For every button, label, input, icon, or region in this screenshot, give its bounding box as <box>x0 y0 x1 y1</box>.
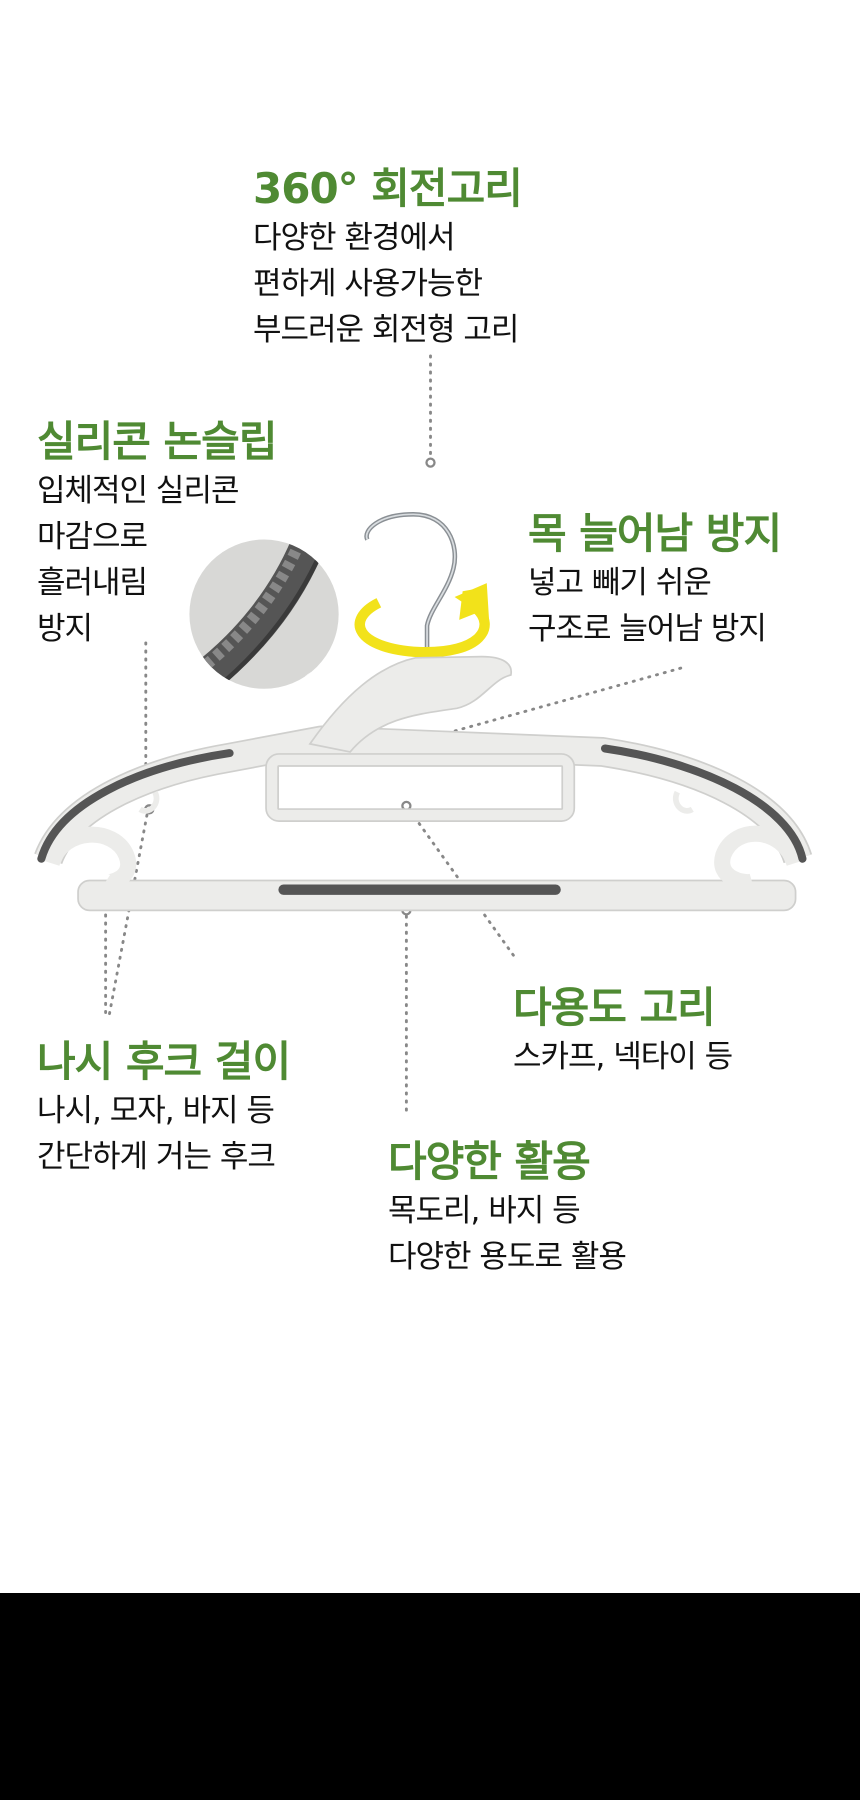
feature-line: 다양한 환경에서 <box>253 220 455 256</box>
silicone-strips <box>37 744 807 895</box>
feature-title: 다용도 고리 <box>513 983 716 1032</box>
feature-line: 부드러운 회전형 고리 <box>253 312 519 348</box>
feature-title: 목 늘어남 방지 <box>528 509 782 558</box>
feature-line: 간단하게 거는 후크 <box>37 1139 276 1175</box>
rotation-arrow-icon <box>354 583 490 658</box>
feature-versatile-use: 다양한 활용 목도리, 바지 등 다양한 용도로 활용 <box>388 1136 627 1280</box>
feature-multi-hook: 다용도 고리 스카프, 넥타이 등 <box>513 982 733 1080</box>
metal-hook <box>364 512 458 661</box>
feature-swivel-hook: 360° 회전고리 다양한 환경에서 편하게 사용가능한 부드러운 회전형 고리 <box>253 163 523 353</box>
feature-line: 편하게 사용가능한 <box>253 266 483 302</box>
feature-line: 나시, 모자, 바지 등 <box>37 1093 275 1129</box>
feature-title: 360° 회전고리 <box>253 164 523 213</box>
bottom-black-band <box>0 1593 860 1800</box>
feature-strap-hook: 나시 후크 걸이 나시, 모자, 바지 등 간단하게 거는 후크 <box>37 1036 291 1180</box>
feature-neck-stretch-prevention: 목 늘어남 방지 넣고 빼기 쉬운 구조로 늘어남 방지 <box>528 508 782 652</box>
feature-line: 스카프, 넥타이 등 <box>513 1039 733 1075</box>
feature-title: 나시 후크 걸이 <box>37 1037 291 1086</box>
feature-line: 입체적인 실리콘 <box>37 473 240 509</box>
feature-line: 마감으로 <box>37 519 148 555</box>
leader-lines <box>104 354 683 1113</box>
hanger-illustration <box>34 354 813 1113</box>
feature-line: 구조로 늘어남 방지 <box>528 611 767 647</box>
feature-line: 다양한 용도로 활용 <box>388 1239 627 1275</box>
feature-line: 흘러내림 <box>37 565 148 601</box>
feature-title: 다양한 활용 <box>388 1137 591 1186</box>
feature-line: 방지 <box>37 611 93 647</box>
feature-line: 넣고 빼기 쉬운 <box>528 565 712 601</box>
feature-silicone-nonslip: 실리콘 논슬립 입체적인 실리콘 마감으로 흘러내림 방지 <box>37 416 277 652</box>
feature-title: 실리콘 논슬립 <box>37 417 277 466</box>
hanger-body <box>34 655 813 912</box>
feature-line: 목도리, 바지 등 <box>388 1193 581 1229</box>
